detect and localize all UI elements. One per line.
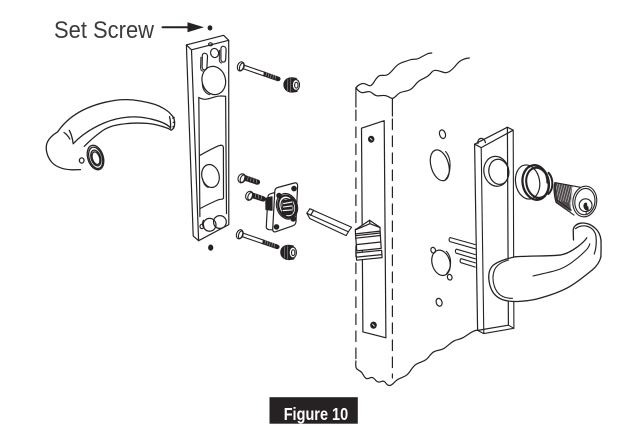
svg-text:Figure 10: Figure 10 bbox=[284, 404, 349, 424]
svg-text:Set Screw: Set Screw bbox=[54, 17, 155, 44]
